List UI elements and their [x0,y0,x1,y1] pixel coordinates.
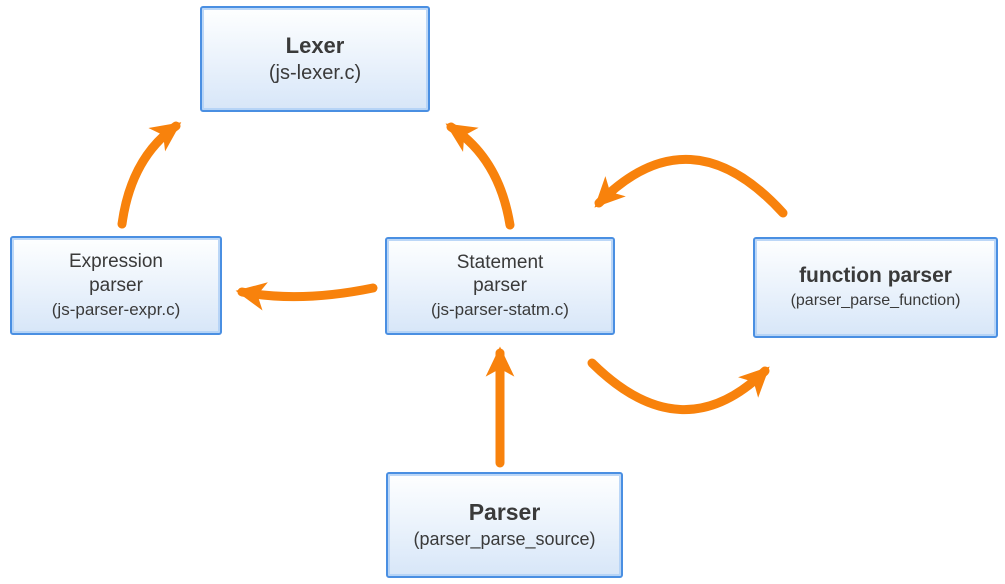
node-parser-subtitle: (parser_parse_source) [413,529,596,550]
node-statement-parser-subtitle: (js-parser-statm.c) [431,300,569,320]
node-expression-parser-title: Expression parser [69,251,163,296]
node-lexer-title: Lexer [285,32,345,58]
node-expression-parser: Expression parser (js-parser-expr.c) [10,236,222,335]
node-function-parser-title: function parser [799,264,952,288]
node-parser: Parser (parser_parse_source) [386,472,623,578]
node-statement-parser: Statement parser (js-parser-statm.c) [385,237,615,335]
arrow-expression-parser-to-lexer [117,121,182,229]
arrow-function-parser-to-statement-parser [594,155,788,218]
node-function-parser-subtitle: (parser_parse_function) [790,291,961,309]
node-expression-parser-subtitle: (js-parser-expr.c) [51,299,181,319]
arrow-statement-parser-to-expression-parser [235,282,378,311]
arrow-statement-parser-to-function-parser [587,358,770,415]
node-parser-title: Parser [468,499,541,526]
node-function-parser: function parser (parser_parse_function) [753,237,998,338]
node-statement-parser-title: Statement parser [456,251,544,297]
node-lexer: Lexer (js-lexer.c) [200,6,430,112]
arrow-statement-parser-to-lexer [445,122,515,230]
node-lexer-subtitle: (js-lexer.c) [268,62,362,85]
